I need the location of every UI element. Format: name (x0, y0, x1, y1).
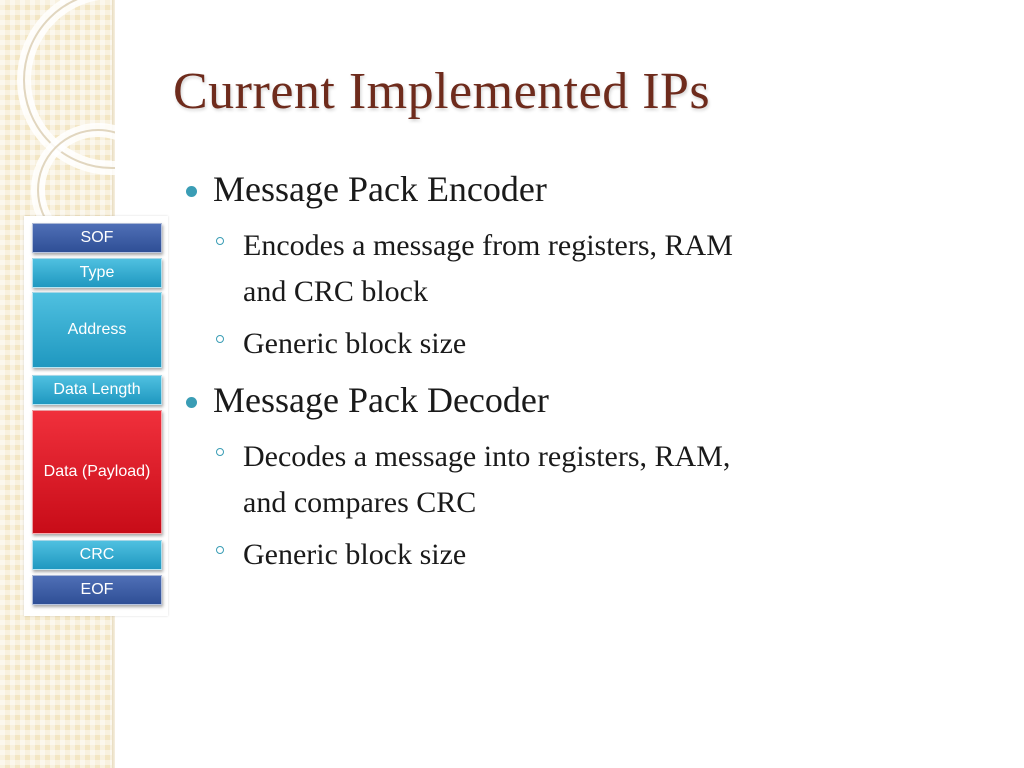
sub-bullet-text: Encodes a message from registers, RAM (243, 229, 733, 263)
frame-segment-sof: SOF (32, 223, 162, 253)
bullet-text: Message Pack Decoder (213, 380, 549, 421)
bullet-item: Message Pack Encoder (186, 168, 906, 211)
bullet-item: Message Pack Decoder (186, 379, 906, 422)
sub-bullet-item: Decodes a message into registers, RAM, a… (186, 434, 906, 526)
frame-segment-type: Type (32, 258, 162, 288)
slide-title: Current Implemented IPs (173, 63, 711, 120)
sub-bullet-item: Generic block size (186, 321, 906, 367)
frame-segment-data-length: Data Length (32, 375, 162, 405)
sub-bullet-text-continued: and compares CRC (243, 486, 477, 520)
sub-bullet-text: Generic block size (243, 538, 467, 572)
sub-bullet-item: Generic block size (186, 532, 906, 578)
sub-bullet-circle-icon (216, 546, 224, 555)
frame-segment-data-payload: Data (Payload) (32, 410, 162, 534)
sub-bullet-text-continued: and CRC block (243, 275, 428, 309)
sub-bullet-circle-icon (216, 335, 224, 344)
sub-bullet-item: Encodes a message from registers, RAM an… (186, 223, 906, 315)
sub-bullet-circle-icon (216, 237, 224, 246)
sub-bullet-text: Generic block size (243, 327, 467, 361)
bullet-dot-icon (186, 186, 197, 197)
bullet-dot-icon (186, 397, 197, 409)
frame-segment-crc: CRC (32, 540, 162, 570)
bullet-text: Message Pack Encoder (213, 169, 547, 209)
frame-segment-address: Address (32, 292, 162, 368)
frame-segment-eof: EOF (32, 575, 162, 605)
bullet-list: Message Pack Encoder Encodes a message f… (186, 168, 906, 578)
sub-bullet-text: Decodes a message into registers, RAM, (243, 440, 731, 474)
sub-bullet-circle-icon (216, 448, 224, 457)
